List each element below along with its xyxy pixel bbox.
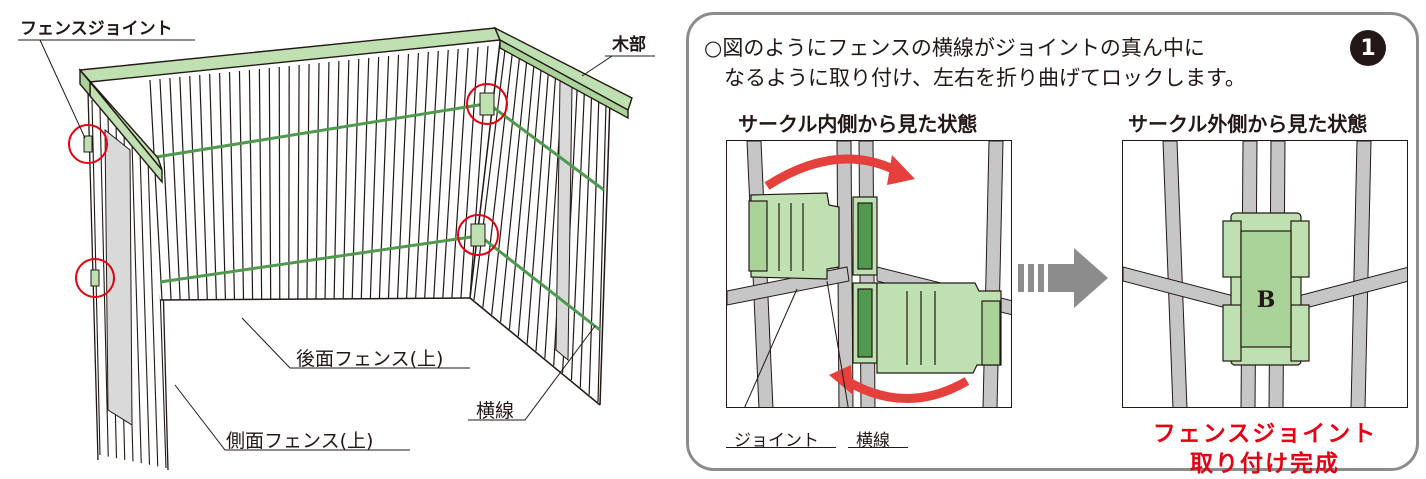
rear-fence <box>110 42 502 301</box>
fence-bar <box>99 108 109 457</box>
fence-bar <box>209 73 217 300</box>
fence-bar <box>588 100 600 395</box>
fence-bar <box>199 74 208 300</box>
fence-bar <box>396 53 410 299</box>
side-fence-label: 側面フェンス(上) <box>226 430 374 452</box>
fence-bar <box>149 79 163 301</box>
rotate-arrow-top <box>764 154 900 190</box>
fence-bar <box>360 57 370 299</box>
step-number-badge: 1 <box>1350 30 1386 66</box>
fence-bar <box>387 54 400 299</box>
fence-bar <box>517 69 542 337</box>
fence-bar <box>499 61 528 322</box>
joint-part-inside <box>748 192 1002 374</box>
fence-bar <box>570 92 585 381</box>
fence-bar <box>189 75 199 300</box>
fence-bar <box>378 55 390 299</box>
fence-joint-label: フェンスジョイント <box>20 19 173 39</box>
crossbar-label-underline <box>848 447 908 448</box>
fence-bar <box>597 103 607 403</box>
outside-view-heading: サークル外側から見た状態 <box>1128 112 1368 136</box>
fence-bar <box>535 76 557 352</box>
fence-bar <box>278 66 281 300</box>
rear-fence-label: 後面フェンス(上) <box>296 348 444 370</box>
inside-view-frame <box>726 140 1012 408</box>
fence-bar <box>139 150 151 465</box>
fence-bar <box>169 77 181 300</box>
outside-view-frame: B <box>1122 140 1408 408</box>
fence-bar <box>333 60 340 299</box>
inside-view-heading: サークル内側から見た状態 <box>738 112 978 136</box>
brand-logo: B <box>1257 287 1276 313</box>
joint-label-underline <box>726 447 836 448</box>
fence-illustration <box>18 26 655 471</box>
fence-bar <box>482 53 513 308</box>
fence-bar <box>469 45 489 299</box>
fence-bar <box>248 69 254 300</box>
rotate-arrow-bottom <box>844 377 970 403</box>
completion-line-2: 取り付け完成 <box>1190 451 1340 477</box>
fence-bar <box>442 48 459 299</box>
fence-bar <box>268 67 272 300</box>
fence-bar <box>415 51 429 299</box>
fence-bar <box>228 71 236 300</box>
outside-view-drawing: B <box>1123 141 1407 407</box>
crossbar-label-bottom: 横線 <box>856 431 890 451</box>
fence-bar <box>369 56 380 299</box>
rear-crossbar-lower <box>159 234 479 284</box>
wood-part-label: 木部 <box>612 35 646 55</box>
fence-bar <box>433 49 449 299</box>
inside-view-drawing <box>727 141 1011 407</box>
fence-bar <box>297 64 300 300</box>
fence-bar <box>491 57 521 315</box>
instruction-line-1: ○図のようにフェンスの横線がジョイントの真ん中に <box>704 36 1205 60</box>
fence-bar <box>159 78 172 300</box>
fence-bar <box>351 58 360 299</box>
fence-bar <box>147 159 159 467</box>
side-fence-wood-strip <box>104 128 133 426</box>
fence-bar <box>179 76 190 300</box>
right-arrow-icon <box>1018 248 1108 308</box>
instruction-line-2: なるように取り付け、左右を折り曲げてロックします。 <box>724 66 1246 90</box>
fence-bar <box>508 65 535 330</box>
fence-bar <box>131 142 142 464</box>
fence-bar <box>579 96 593 388</box>
joint-part-outside <box>1222 212 1310 366</box>
joint-markers <box>68 83 508 298</box>
fence-bar <box>451 47 469 299</box>
fence-bar <box>342 59 350 299</box>
joint-label: ジョイント <box>734 431 819 451</box>
fence-bar <box>424 50 439 299</box>
fence-bar <box>473 49 506 301</box>
fence-bar <box>238 70 245 300</box>
fence-bar <box>258 68 263 300</box>
crossbar-label-left: 横線 <box>476 400 515 422</box>
leader-lines <box>18 39 655 451</box>
fence-bar <box>218 72 227 300</box>
completion-line-1: フェンスジョイント <box>1152 421 1378 447</box>
rear-crossbar-upper <box>149 102 486 160</box>
wood-top-rail <box>78 26 633 184</box>
fence-bar <box>405 52 420 299</box>
fence-bar <box>526 73 549 344</box>
